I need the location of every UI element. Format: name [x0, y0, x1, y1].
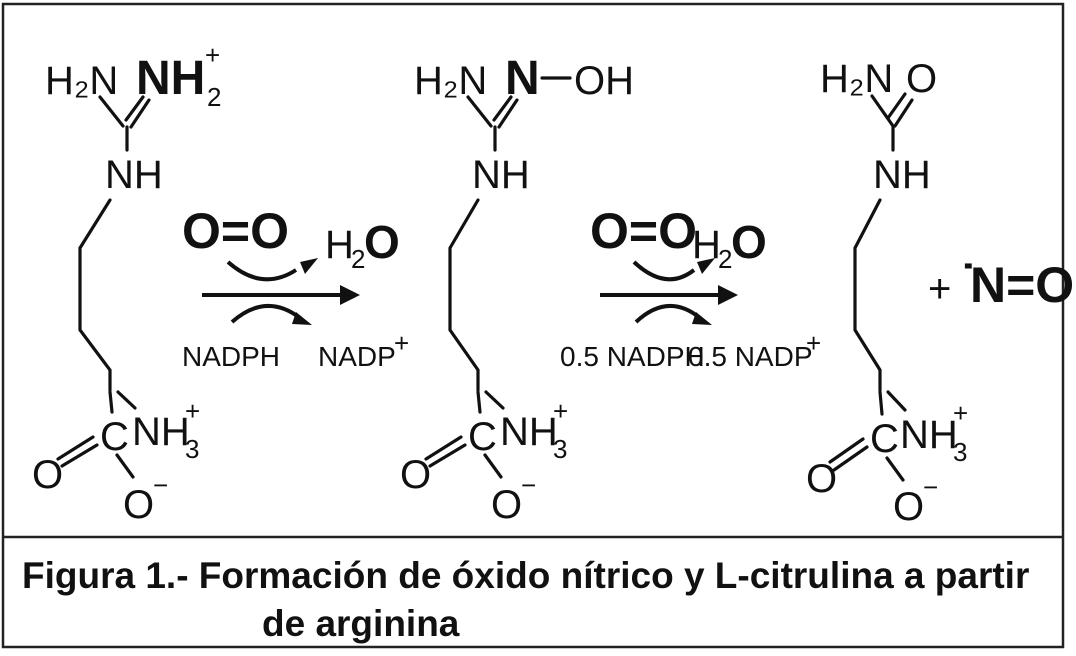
step2-cofactor-in: 0.5 NADPH	[560, 341, 705, 372]
arginine-carboxylate-charge: −	[153, 470, 168, 500]
step1-oxygen-curve	[226, 260, 298, 282]
arginine-amine: H₂N	[45, 59, 118, 103]
hydroxyarginine-oh: OH	[574, 59, 634, 103]
hydroxyarginine-nh: NH	[472, 153, 530, 197]
citrulline-ammonium-h: 3	[953, 437, 967, 467]
arginine-carbonyl-o: O	[32, 453, 63, 497]
step2-cofactor-curve	[634, 303, 702, 324]
citrulline-structure: H₂N O NH NH 3 + C O O −	[806, 57, 968, 529]
step2-arrow-head	[718, 285, 738, 305]
arginine-carbon: C	[100, 415, 129, 459]
step1-cofactor-out: NADP	[318, 341, 396, 372]
step1-water-head	[300, 258, 318, 274]
step1-cofactor-in: NADPH	[182, 341, 280, 372]
step2-water-o: O	[731, 216, 767, 268]
arginine-chain	[78, 198, 112, 392]
byproduct-radical-dot: ˙	[960, 255, 977, 311]
step2-water-2: 2	[718, 244, 732, 274]
arginine-iminium-charge: +	[205, 40, 220, 70]
citrulline-nh: NH	[873, 153, 931, 197]
citrulline-carbonyl-top-o: O	[906, 57, 937, 101]
citrulline-carbonyl-o: O	[806, 457, 837, 501]
hydroxyarginine-structure: H₂N N OH NH NH 3 + C O O −	[400, 52, 634, 527]
citrulline-ammonium-charge: +	[953, 398, 968, 428]
citrulline-carbonyl-bond	[828, 437, 869, 472]
reaction-step-1: O=O H 2 O NADPH NADP +	[182, 203, 409, 372]
step1-arrow-head	[340, 285, 360, 305]
hydroxyarginine-amidine-bond	[466, 95, 519, 129]
step2-cofactor-out-charge: +	[806, 328, 821, 358]
citrulline-carboxylate-charge: −	[923, 472, 938, 502]
step1-cofactor-out-charge: +	[394, 328, 409, 358]
nitric-oxide-product: + ˙ N=O	[928, 255, 1074, 313]
arginine-ca-n	[116, 390, 137, 410]
arginine-nh: NH	[105, 153, 163, 197]
step2-cofactor-head	[692, 312, 712, 325]
hydroxyarginine-ammonium-h: 3	[553, 434, 567, 464]
hydroxyarginine-ammonium: NH	[500, 410, 558, 454]
step1-water-o: O	[364, 216, 400, 268]
step1-oxygen: O=O	[182, 203, 289, 259]
hydroxyarginine-amine: H₂N	[414, 59, 487, 103]
hydroxyarginine-ammonium-charge: +	[553, 396, 568, 426]
step2-oxygen: O=O	[590, 203, 697, 259]
step2-water-head	[697, 258, 715, 274]
citrulline-c-o-single	[885, 456, 905, 482]
figure-frame	[1, 2, 1065, 649]
arginine-ammonium-charge: +	[185, 396, 200, 426]
citrulline-ca-n	[886, 390, 907, 412]
arginine-carbonyl-bond	[56, 435, 99, 468]
citrulline-ammonium: NH	[900, 413, 958, 457]
byproduct-formula: N=O	[970, 257, 1074, 313]
step1-cofactor-curve	[230, 304, 302, 324]
arginine-iminium-h: 2	[207, 82, 221, 112]
arginine-c-o-single	[115, 453, 135, 479]
figure-caption-line1: Figura 1.- Formación de óxido nítrico y …	[22, 555, 1029, 596]
arginine-amidine-bond	[98, 95, 151, 129]
arginine-ca-c	[108, 390, 114, 414]
hydroxyarginine-carboxylate-o: O	[491, 483, 522, 527]
citrulline-carbon: C	[870, 417, 899, 461]
citrulline-carboxylate-o: O	[893, 485, 924, 529]
hydroxyarginine-carbonyl-o: O	[400, 453, 431, 497]
arginine-iminium-n: NH	[136, 52, 205, 105]
arginine-ammonium-h: 3	[185, 434, 199, 464]
arginine-ammonium: NH	[132, 410, 190, 454]
citrulline-amine: H₂N	[820, 57, 893, 101]
citrulline-urea-bond	[870, 92, 914, 128]
hydroxyarginine-carboxylate-charge: −	[521, 470, 536, 500]
step2-oxygen-curve	[632, 260, 696, 282]
step2-cofactor-out: 0.5 NADP	[688, 341, 813, 372]
hydroxyarginine-c-o-single	[483, 453, 503, 479]
hydroxyarginine-carbonyl-bond	[424, 435, 467, 468]
step1-water-2: 2	[351, 244, 365, 274]
reaction-step-2: O=O H 2 O 0.5 NADPH 0.5 NADP +	[560, 203, 821, 372]
hydroxyarginine-chain	[448, 198, 480, 392]
citrulline-chain	[853, 198, 882, 392]
step1-cofactor-head	[292, 312, 312, 325]
hydroxyarginine-carbon: C	[468, 415, 497, 459]
step1-water-h: H	[325, 223, 354, 267]
figure-caption-line2: de arginina	[262, 603, 460, 644]
byproduct-plus: +	[928, 267, 951, 311]
hydroxyarginine-ca-n	[484, 390, 505, 410]
step2-water-h: H	[692, 223, 721, 267]
arginine-structure: H₂N NH 2 + NH NH 3 + C O O −	[32, 40, 221, 527]
hydroxyarginine-ca-c	[476, 390, 482, 414]
arginine-carboxylate-o: O	[123, 483, 154, 527]
citrulline-ca-c	[878, 390, 884, 416]
